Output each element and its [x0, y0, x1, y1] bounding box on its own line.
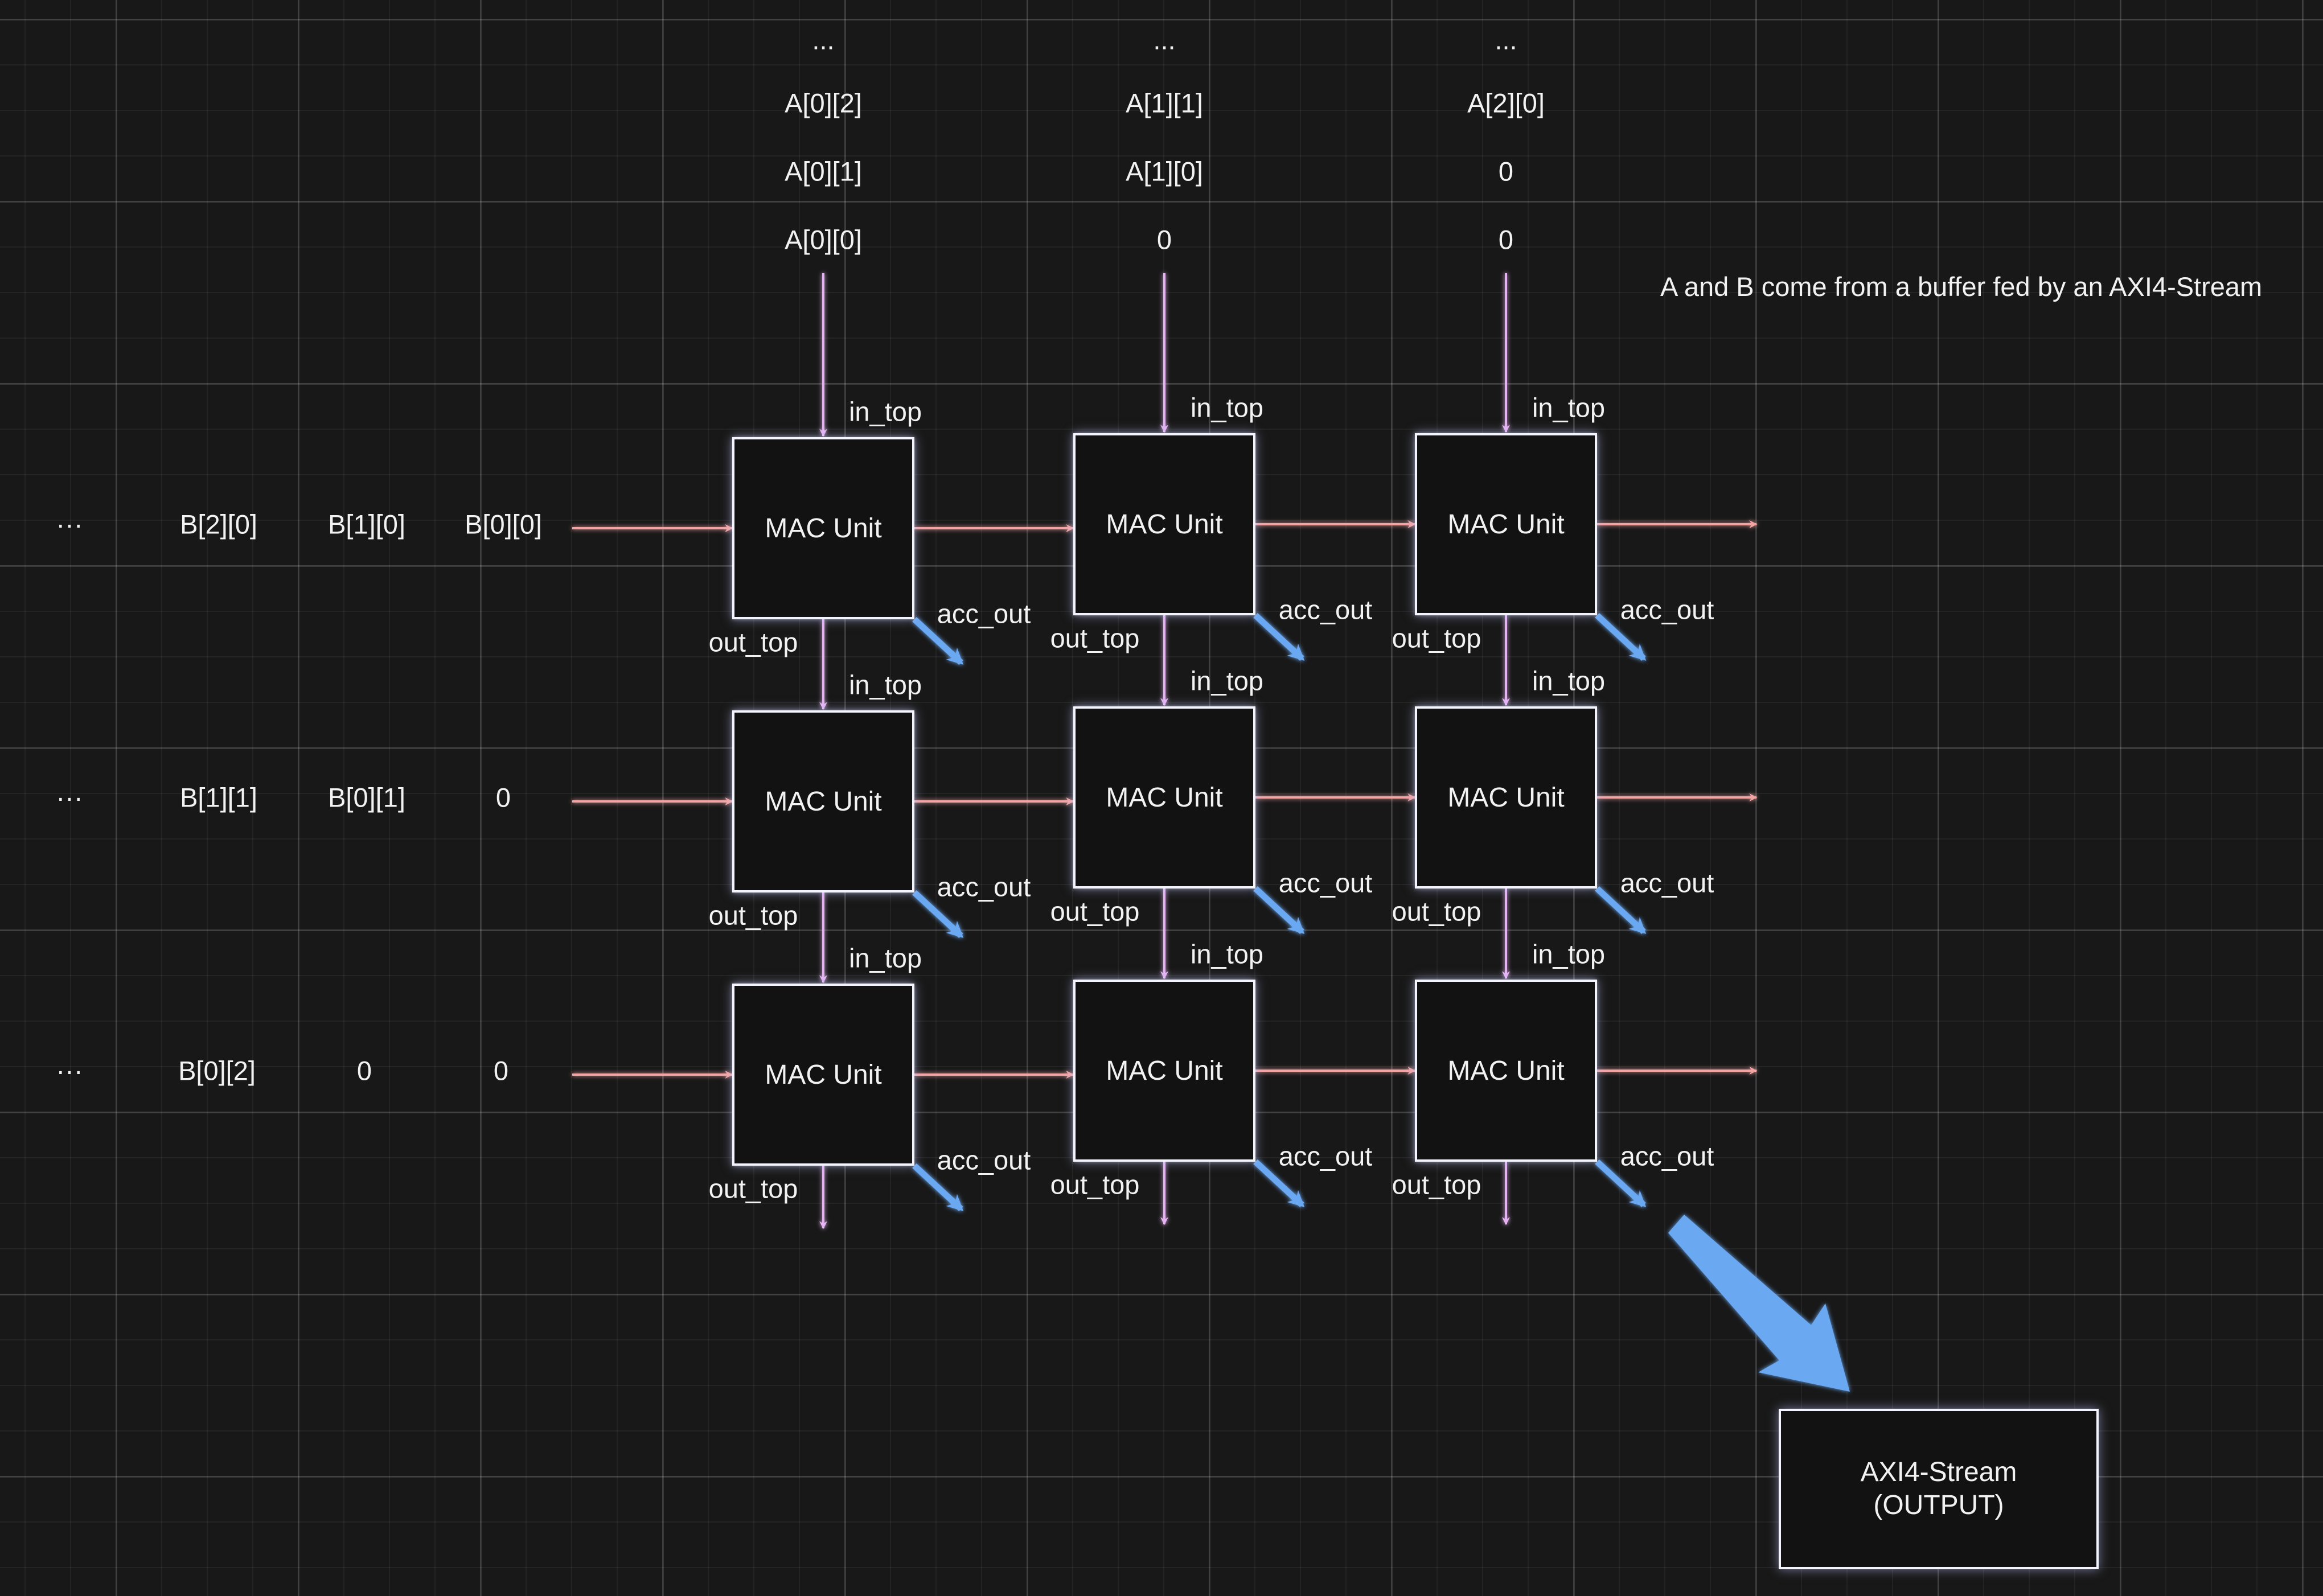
acc-out-arrow-r1-c1: [1253, 886, 1305, 935]
left-input-row0-col2: B[1][0]: [328, 509, 405, 540]
top-input-col1-row2: A[1][0]: [1126, 156, 1203, 187]
in-top-label-r1-c2: in_top: [1532, 665, 1606, 696]
mac-unit-label: MAC Unit: [1106, 1055, 1223, 1086]
out-top-label-r0-c0: out_top: [708, 627, 798, 657]
out-top-label-r1-c2: out_top: [1392, 896, 1481, 927]
acc-out-label-r2-c0: acc_out: [937, 1145, 1031, 1175]
left-input-row1-col3: 0: [495, 782, 511, 813]
acc-out-label-r2-c1: acc_out: [1278, 1141, 1373, 1171]
acc-out-arrow-r0-c1: [1253, 612, 1305, 661]
mac-unit-r1-c0: MAC Unit: [732, 710, 914, 892]
mac-unit-label: MAC Unit: [1447, 782, 1565, 813]
acc-out-arrow-r0-c0: [912, 616, 964, 665]
top-input-col2-row2: 0: [1498, 156, 1514, 187]
in-top-label-r0-c0: in_top: [848, 396, 922, 427]
left-input-row1-col2: B[0][1]: [328, 782, 405, 813]
top-input-col1-row1: A[1][1]: [1126, 88, 1203, 118]
mac-unit-r0-c0: MAC Unit: [732, 437, 914, 619]
out-top-label-r0-c1: out_top: [1050, 623, 1140, 653]
left-input-row1-ellipsis: ···: [56, 782, 83, 813]
acc-out-arrow-r2-c2: [1595, 1159, 1647, 1208]
out-top-label-r2-c0: out_top: [708, 1173, 798, 1204]
axi4-stream-output-box: AXI4-Stream (OUTPUT): [1779, 1409, 2099, 1569]
in-top-label-r0-c2: in_top: [1532, 392, 1606, 423]
in-top-label-r1-c0: in_top: [848, 669, 922, 700]
left-input-row0-col1: B[2][0]: [180, 509, 257, 540]
in-top-label-r2-c1: in_top: [1190, 939, 1264, 969]
top-input-col0-row1: A[0][2]: [785, 88, 862, 118]
left-input-row1-col1: B[1][1]: [180, 782, 257, 813]
acc-out-label-r1-c2: acc_out: [1620, 867, 1714, 898]
top-input-col2-row1: A[2][0]: [1467, 88, 1545, 118]
left-input-row0-col3: B[0][0]: [465, 509, 542, 540]
top-input-col2-row3: 0: [1498, 224, 1514, 255]
top-input-col1-row3: 0: [1156, 224, 1172, 255]
out-top-label-r2-c1: out_top: [1050, 1169, 1140, 1200]
in-top-label-r2-c0: in_top: [848, 943, 922, 973]
top-input-col0-ellipsis: ...: [812, 24, 835, 55]
mac-unit-label: MAC Unit: [765, 1059, 882, 1090]
acc-out-label-r0-c0: acc_out: [937, 598, 1031, 629]
acc-out-arrow-r0-c2: [1595, 612, 1647, 661]
out-top-label-r1-c0: out_top: [708, 900, 798, 931]
mac-unit-r1-c2: MAC Unit: [1415, 706, 1597, 889]
mac-unit-label: MAC Unit: [765, 786, 882, 817]
acc-out-label-r2-c2: acc_out: [1620, 1141, 1714, 1171]
acc-out-label-r0-c1: acc_out: [1278, 594, 1373, 625]
acc-out-label-r1-c0: acc_out: [937, 871, 1031, 902]
out-top-label-r1-c1: out_top: [1050, 896, 1140, 927]
left-input-row2-col3: 0: [493, 1055, 509, 1086]
mac-unit-label: MAC Unit: [1447, 509, 1565, 540]
mac-unit-r0-c2: MAC Unit: [1415, 433, 1597, 615]
acc-out-arrow-r1-c2: [1595, 886, 1647, 935]
top-input-col0-row2: A[0][1]: [785, 156, 862, 187]
acc-out-arrow-r2-c1: [1253, 1159, 1305, 1208]
left-input-row2-col1: B[0][2]: [178, 1055, 256, 1086]
acc-out-arrow-r2-c0: [912, 1163, 964, 1212]
left-input-row0-ellipsis: ···: [56, 509, 83, 540]
buffer-note: A and B come from a buffer fed by an AXI…: [1660, 272, 2263, 302]
mac-unit-label: MAC Unit: [1447, 1055, 1565, 1086]
output-box-line1: AXI4-Stream: [1860, 1457, 2017, 1488]
mac-unit-label: MAC Unit: [765, 513, 882, 544]
left-input-row2-ellipsis: ···: [56, 1055, 83, 1086]
mac-unit-label: MAC Unit: [1106, 782, 1223, 813]
top-input-col1-ellipsis: ...: [1153, 24, 1176, 55]
mac-unit-r0-c1: MAC Unit: [1073, 433, 1255, 615]
acc-out-label-r0-c2: acc_out: [1620, 594, 1714, 625]
mac-unit-r2-c2: MAC Unit: [1415, 980, 1597, 1162]
output-box-line2: (OUTPUT): [1873, 1490, 2004, 1520]
mac-unit-label: MAC Unit: [1106, 509, 1223, 540]
out-top-label-r2-c2: out_top: [1392, 1169, 1481, 1200]
top-input-col2-ellipsis: ...: [1495, 24, 1517, 55]
mac-unit-r2-c1: MAC Unit: [1073, 980, 1255, 1162]
in-top-label-r1-c1: in_top: [1190, 665, 1264, 696]
in-top-label-r2-c2: in_top: [1532, 939, 1606, 969]
mac-unit-r2-c0: MAC Unit: [732, 984, 914, 1166]
acc-out-arrow-r1-c0: [912, 890, 964, 939]
left-input-row2-col2: 0: [356, 1055, 372, 1086]
output-big-arrow: [1668, 1215, 1850, 1392]
out-top-label-r0-c2: out_top: [1392, 623, 1481, 653]
top-input-col0-row3: A[0][0]: [785, 224, 862, 255]
mac-unit-r1-c1: MAC Unit: [1073, 706, 1255, 889]
in-top-label-r0-c1: in_top: [1190, 392, 1264, 423]
acc-out-label-r1-c1: acc_out: [1278, 867, 1373, 898]
